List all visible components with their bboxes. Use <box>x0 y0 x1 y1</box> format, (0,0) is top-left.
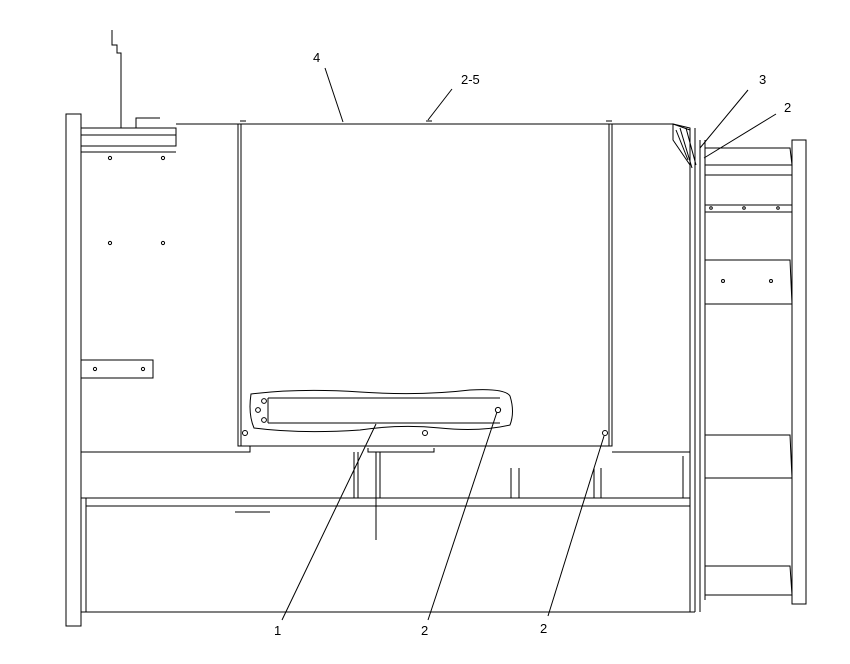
callout-3: 3 <box>759 72 766 87</box>
top-left-bracket <box>80 30 238 153</box>
main-cover-panel <box>237 120 613 447</box>
left-end-plate <box>65 113 82 627</box>
access-plate <box>249 389 513 453</box>
callout-2-top: 2 <box>784 100 791 115</box>
right-housing <box>612 123 706 612</box>
callout-2-bottom-mid: 2 <box>421 623 428 638</box>
callout-2-5: 2-5 <box>461 72 480 87</box>
right-end-cap <box>704 139 807 605</box>
leader-lines <box>281 67 777 621</box>
base-frame <box>80 452 695 613</box>
callout-1: 1 <box>274 623 281 638</box>
left-housing <box>80 146 251 453</box>
callout-labels: 4 2-5 3 2 1 2 2 <box>274 50 791 638</box>
callout-4: 4 <box>313 50 320 65</box>
callout-2-bottom-right: 2 <box>540 621 547 636</box>
